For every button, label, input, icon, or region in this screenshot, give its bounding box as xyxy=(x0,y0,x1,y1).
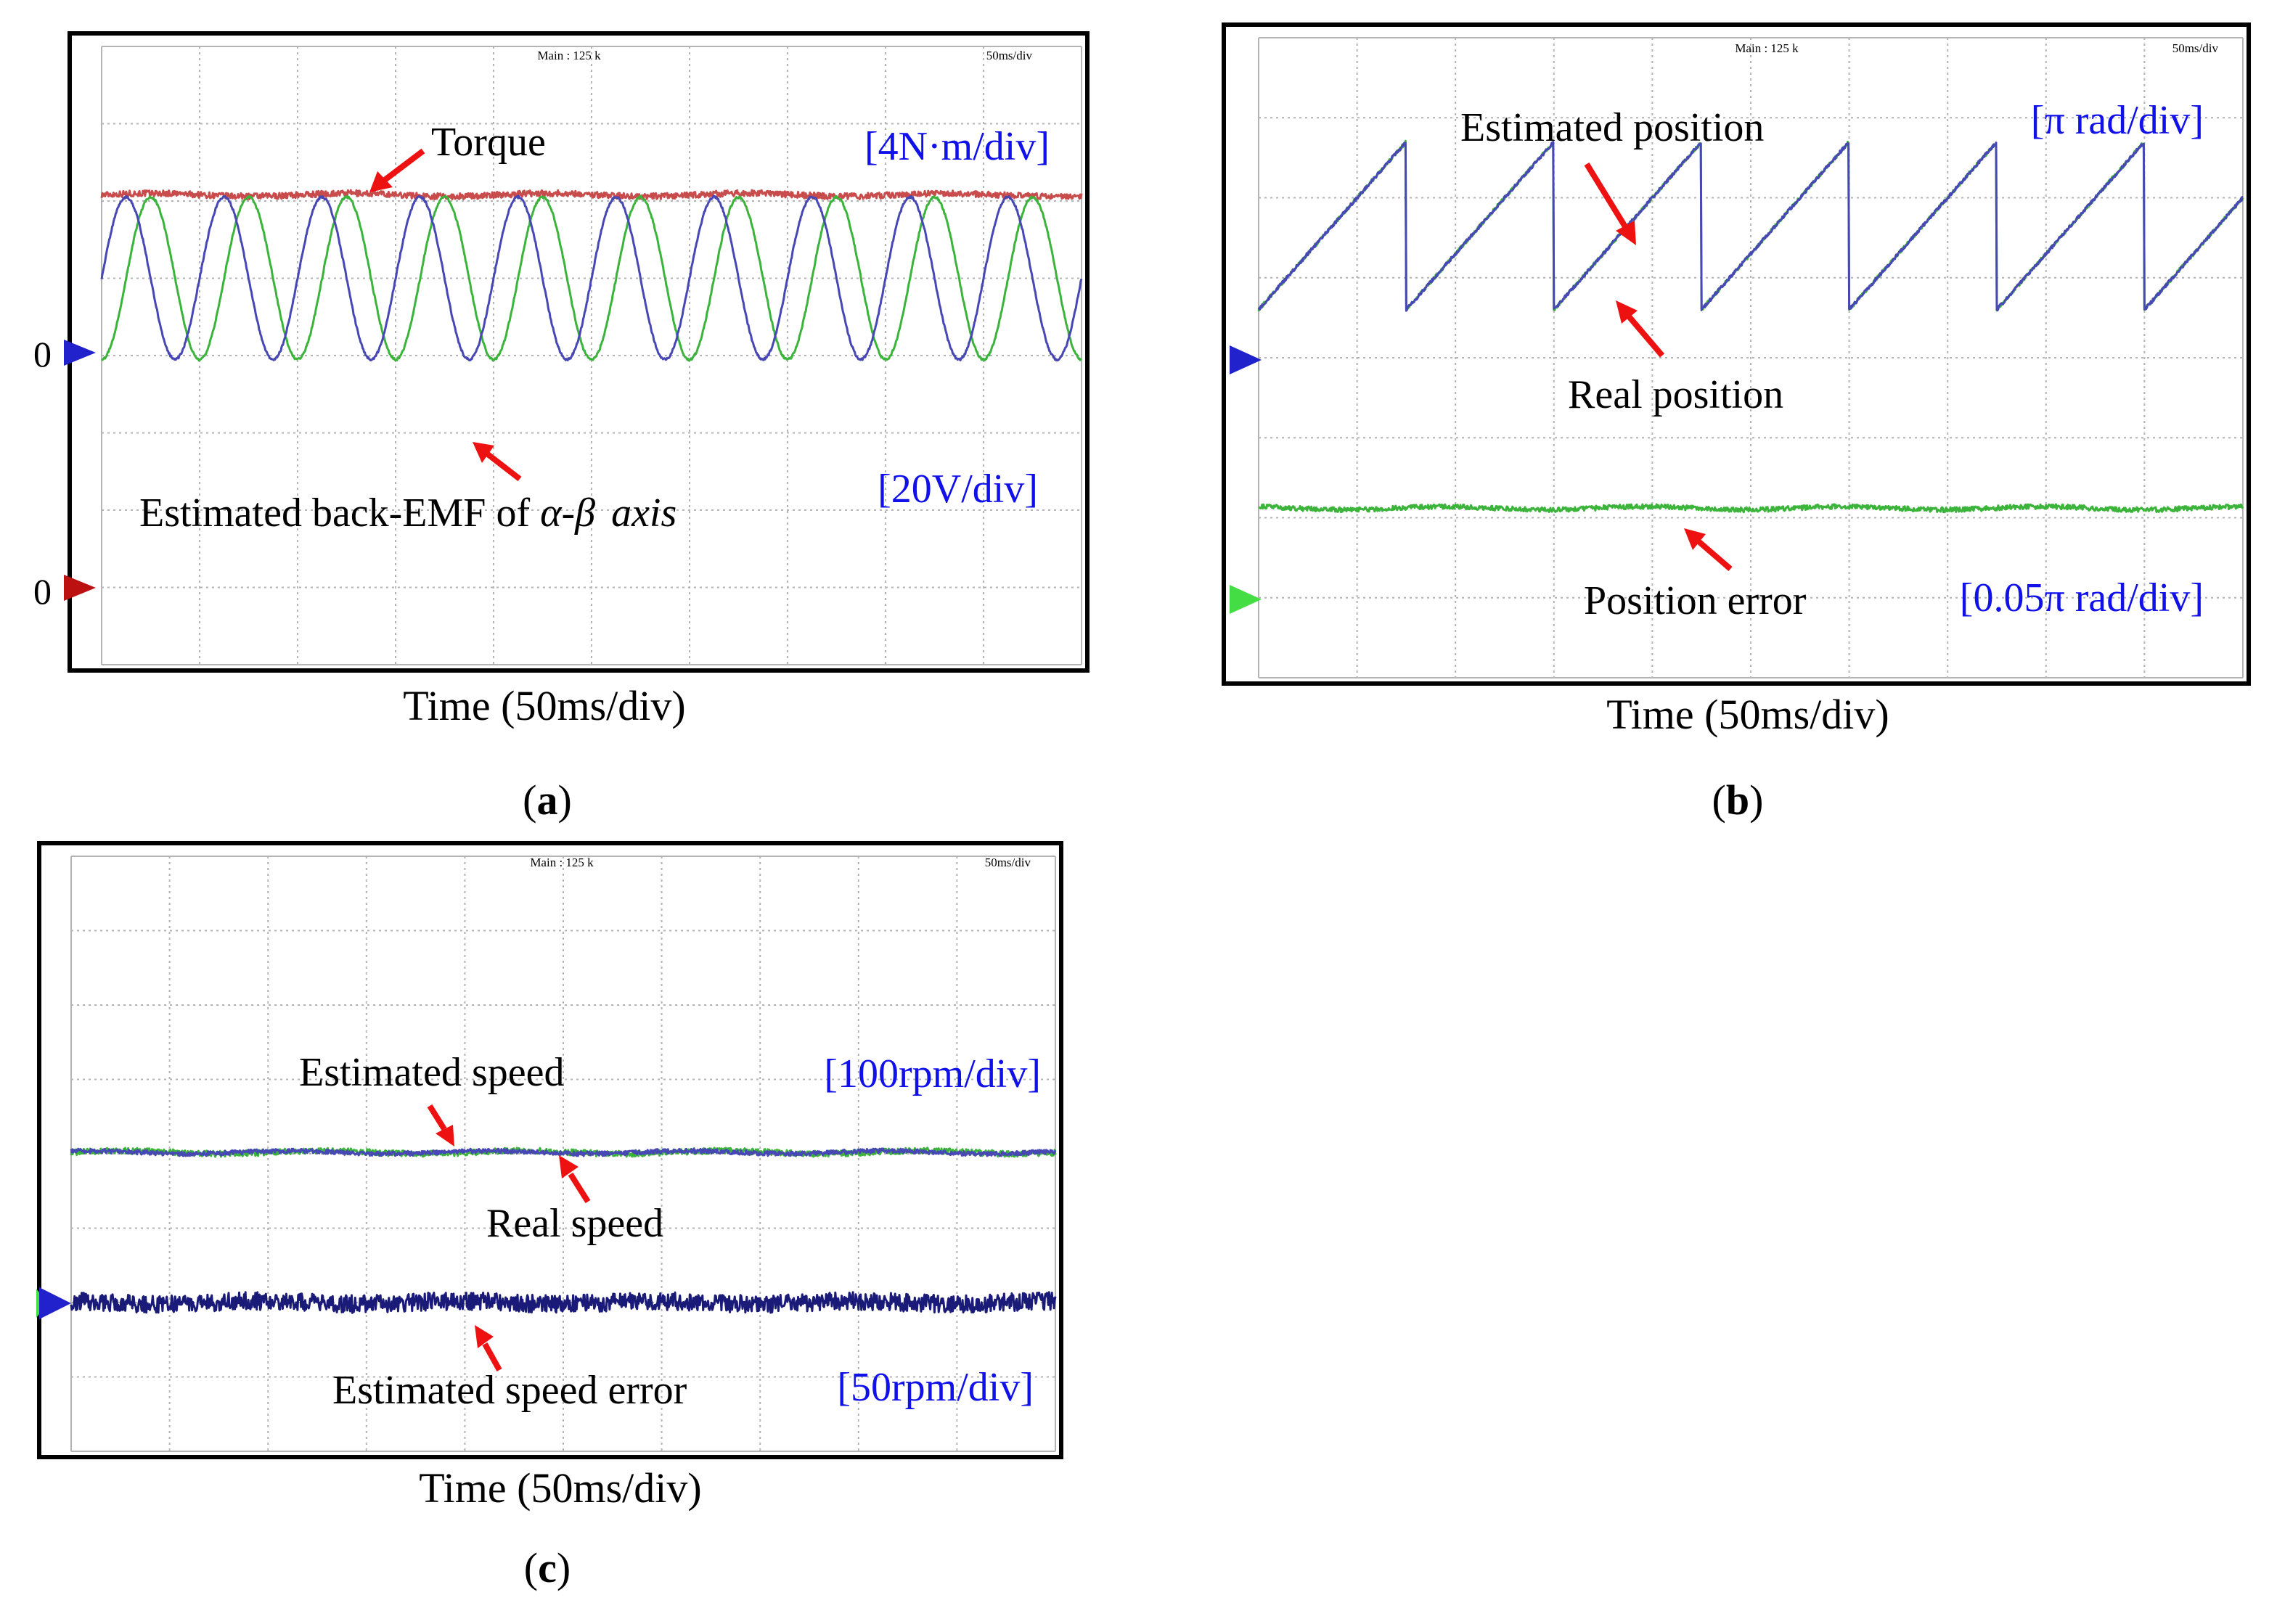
panel-a-label-letter: a xyxy=(537,776,558,824)
panel-c-label: (c) xyxy=(524,1544,571,1591)
panel-a-zero-label-2: 0 xyxy=(33,571,52,612)
panel-a-trace-0 xyxy=(100,189,1083,201)
panel-a-zero-marker-red xyxy=(64,575,96,601)
panel-c-trace-2 xyxy=(70,1291,1057,1314)
panel-a-label-close: ) xyxy=(558,776,572,824)
panel-a-zero-label-1: 0 xyxy=(33,334,52,374)
panel-a-label: (a) xyxy=(523,776,572,824)
panel-b-real-position-arrow xyxy=(1616,300,1665,358)
panel-c: Main : 125 k 50ms/div Estimated speed Re… xyxy=(36,841,1063,1591)
panel-c-real-speed-label: Real speed xyxy=(486,1201,663,1246)
panel-c-label-open: ( xyxy=(524,1544,538,1591)
panel-c-header-right: 50ms/div xyxy=(985,856,1031,869)
panel-a-xlabel: Time (50ms/div) xyxy=(403,682,685,729)
panel-b: Main : 125 k 50ms/div Estimated position… xyxy=(1222,22,2251,824)
panel-a-header-center: Main : 125 k xyxy=(537,49,601,62)
panel-a-traces xyxy=(100,189,1083,362)
panel-b-frame xyxy=(1222,22,2251,686)
panel-b-header-center: Main : 125 k xyxy=(1735,41,1799,55)
panel-c-traces xyxy=(70,1147,1057,1314)
panel-a-trace-2 xyxy=(100,194,1083,362)
panel-b-label-close: ) xyxy=(1749,776,1763,824)
panel-c-estimated-speed-arrow xyxy=(427,1104,454,1147)
panel-c-speed-error-label: Estimated speed error xyxy=(332,1368,687,1413)
panel-b-label-open: ( xyxy=(1712,776,1726,824)
panel-a-emf-beta: β xyxy=(574,491,595,536)
panel-b-traces xyxy=(1257,139,2244,514)
panel-a-scale-emf: [20V/div] xyxy=(878,467,1038,512)
panel-a-zero-marker-blue xyxy=(64,340,96,366)
panel-a-emf-alpha: α xyxy=(540,491,563,536)
panel-b-header-right: 50ms/div xyxy=(2172,41,2219,55)
panel-a-trace-1 xyxy=(101,194,1082,362)
panel-c-xlabel: Time (50ms/div) xyxy=(419,1464,701,1512)
panel-b-estimated-position-arrow xyxy=(1584,162,1636,245)
panel-c-header-center: Main : 125 k xyxy=(530,856,594,869)
panel-a-label-open: ( xyxy=(523,776,536,824)
panel-b-label: (b) xyxy=(1712,776,1764,824)
panel-b-label-letter: b xyxy=(1726,776,1749,824)
panel-c-label-letter: c xyxy=(538,1544,557,1591)
panel-c-scale-speed: [100rpm/div] xyxy=(824,1051,1041,1096)
panel-c-estimated-speed-label: Estimated speed xyxy=(299,1050,564,1095)
panel-a-emf-axis: axis xyxy=(611,491,676,536)
panel-a-torque-label: Torque xyxy=(431,120,546,165)
panel-c-real-speed-arrow xyxy=(559,1155,591,1204)
panel-b-position-error-label: Position error xyxy=(1584,578,1807,623)
panel-b-position-error-arrow xyxy=(1684,528,1733,572)
panel-a-emf-dash: - xyxy=(562,491,576,536)
panel-c-speed-error-arrow xyxy=(475,1325,502,1371)
panel-a-emf-arrow xyxy=(473,442,522,482)
panel-a: Main : 125 k 50ms/div 0 0 Torque Estimat… xyxy=(33,31,1090,824)
panel-b-estimated-position-label: Estimated position xyxy=(1460,105,1764,150)
panel-b-scale-error: [0.05π rad/div] xyxy=(1960,575,2204,620)
panel-a-torque-arrow xyxy=(369,148,425,192)
panel-a-frame xyxy=(68,31,1090,673)
panel-c-scale-error: [50rpm/div] xyxy=(837,1365,1034,1410)
panel-b-scale-position: [π rad/div] xyxy=(2031,98,2204,143)
panel-b-trace-1 xyxy=(1257,141,2244,312)
panel-c-label-close: ) xyxy=(557,1544,571,1591)
panel-a-header-right: 50ms/div xyxy=(986,49,1033,62)
panel-a-grid xyxy=(101,46,1082,665)
panel-c-trace-1 xyxy=(70,1147,1057,1157)
panel-b-real-position-label: Real position xyxy=(1568,372,1783,417)
panel-c-marker-blue xyxy=(39,1287,71,1319)
panel-b-marker-green xyxy=(1230,585,1262,614)
panel-a-emf-text: Estimated back-EMF of xyxy=(139,491,540,536)
panel-a-scale-torque: [4N·m/div] xyxy=(864,124,1050,169)
panel-b-xlabel: Time (50ms/div) xyxy=(1606,691,1889,738)
panel-b-trace-2 xyxy=(1258,503,2244,514)
panel-b-marker-blue xyxy=(1230,345,1262,374)
